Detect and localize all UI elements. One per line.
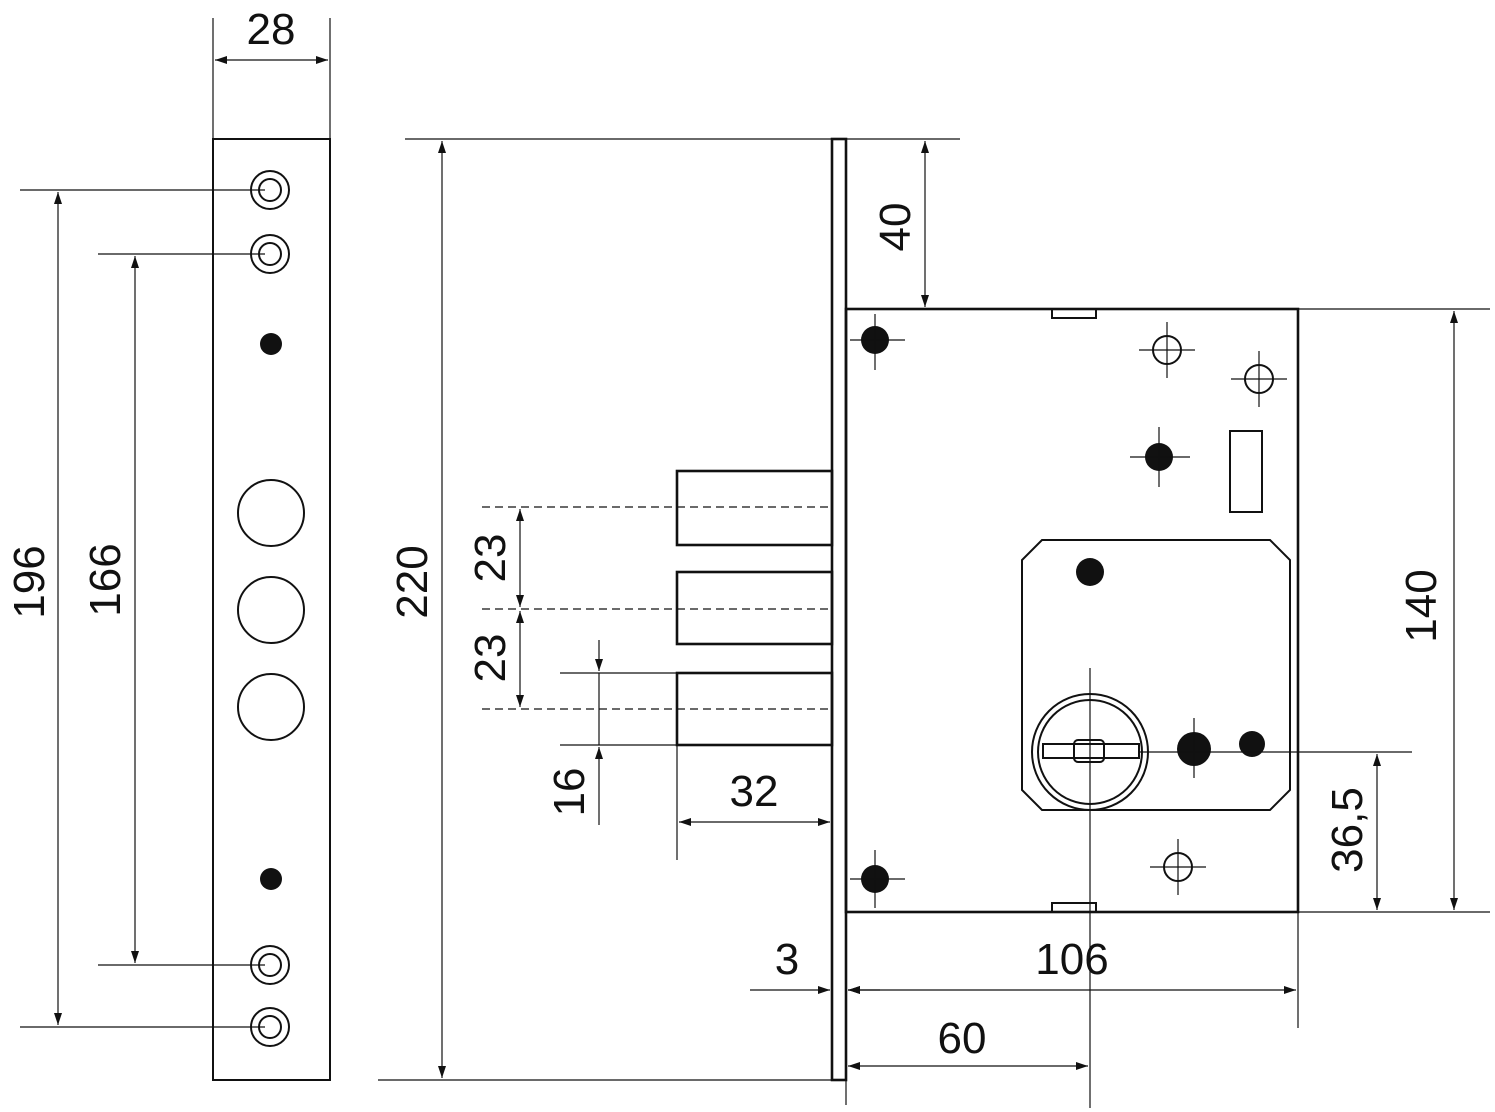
- dim-label-backset: 60: [938, 1014, 987, 1063]
- dim-label-outer-screw-pitch: 196: [5, 545, 54, 618]
- dim-cylinder-axis-height: 36,5: [1323, 754, 1381, 910]
- strike-plate-outline: [212, 138, 331, 1081]
- dim-label-faceplate-thickness: 3: [775, 935, 799, 984]
- lock-case-bottom-tab: [1051, 902, 1097, 913]
- case-rivet-bottom-left: [850, 850, 905, 908]
- dim-label-cylinder-axis-height: 36,5: [1323, 787, 1372, 873]
- dim-label-bolt-height: 16: [545, 768, 594, 817]
- case-pin-hole: [1239, 731, 1265, 757]
- dim-label-body-offset-top: 40: [871, 203, 920, 252]
- lock-case-outline: [844, 307, 1300, 914]
- dim-backset: 60: [848, 1014, 1088, 1070]
- case-mount-hole-1: [1139, 322, 1195, 378]
- dim-inner-screw-pitch: 166: [81, 253, 265, 966]
- case-mount-hole-3: [1150, 839, 1206, 895]
- case-slot: [1229, 430, 1263, 513]
- dim-body-height: 140: [1298, 308, 1490, 913]
- dim-label-bolt-spacing-bottom: 23: [466, 634, 515, 683]
- lock-bolt-1: [675, 469, 834, 547]
- lock-faceplate: [830, 137, 848, 1082]
- dim-strike-width: 28: [212, 5, 331, 139]
- dim-label-strike-width: 28: [247, 5, 296, 54]
- case-rivet-middle: [1130, 427, 1190, 487]
- dim-label-faceplate-height: 220: [388, 545, 437, 618]
- strike-bolt-opening-3: [237, 673, 305, 741]
- strike-plate: [212, 138, 331, 1081]
- dim-label-bolt-spacing-top: 23: [466, 534, 515, 583]
- dim-bolt-height: 16: [545, 640, 677, 825]
- strike-bolt-opening-2: [237, 576, 305, 644]
- lock-case-top-tab: [1051, 308, 1097, 319]
- strike-pin-hole-top: [260, 333, 282, 355]
- dim-faceplate-height: 220: [378, 138, 960, 1081]
- dim-faceplate-thickness: 3: [750, 912, 880, 1105]
- case-rivet-top-left: [850, 314, 905, 370]
- strike-pin-hole-bottom: [260, 868, 282, 890]
- dim-body-depth: 106: [848, 912, 1299, 1028]
- strike-bolt-opening-1: [237, 479, 305, 547]
- dim-label-inner-screw-pitch: 166: [81, 543, 130, 616]
- case-mount-hole-2: [1231, 351, 1287, 407]
- dim-bolt-spacing: 23 23: [466, 509, 524, 707]
- dim-bolt-throw: 32: [676, 745, 830, 860]
- dim-outer-screw-pitch: 196: [5, 189, 265, 1028]
- lock-bolt-2: [675, 570, 834, 646]
- cylinder-plate-hole: [1076, 558, 1104, 586]
- dim-body-offset-top: 40: [871, 141, 929, 307]
- dim-label-bolt-throw: 32: [730, 767, 779, 816]
- dim-label-body-depth: 106: [1035, 935, 1108, 984]
- dim-label-body-height: 140: [1397, 569, 1446, 642]
- cylinder-plate: [1021, 539, 1291, 811]
